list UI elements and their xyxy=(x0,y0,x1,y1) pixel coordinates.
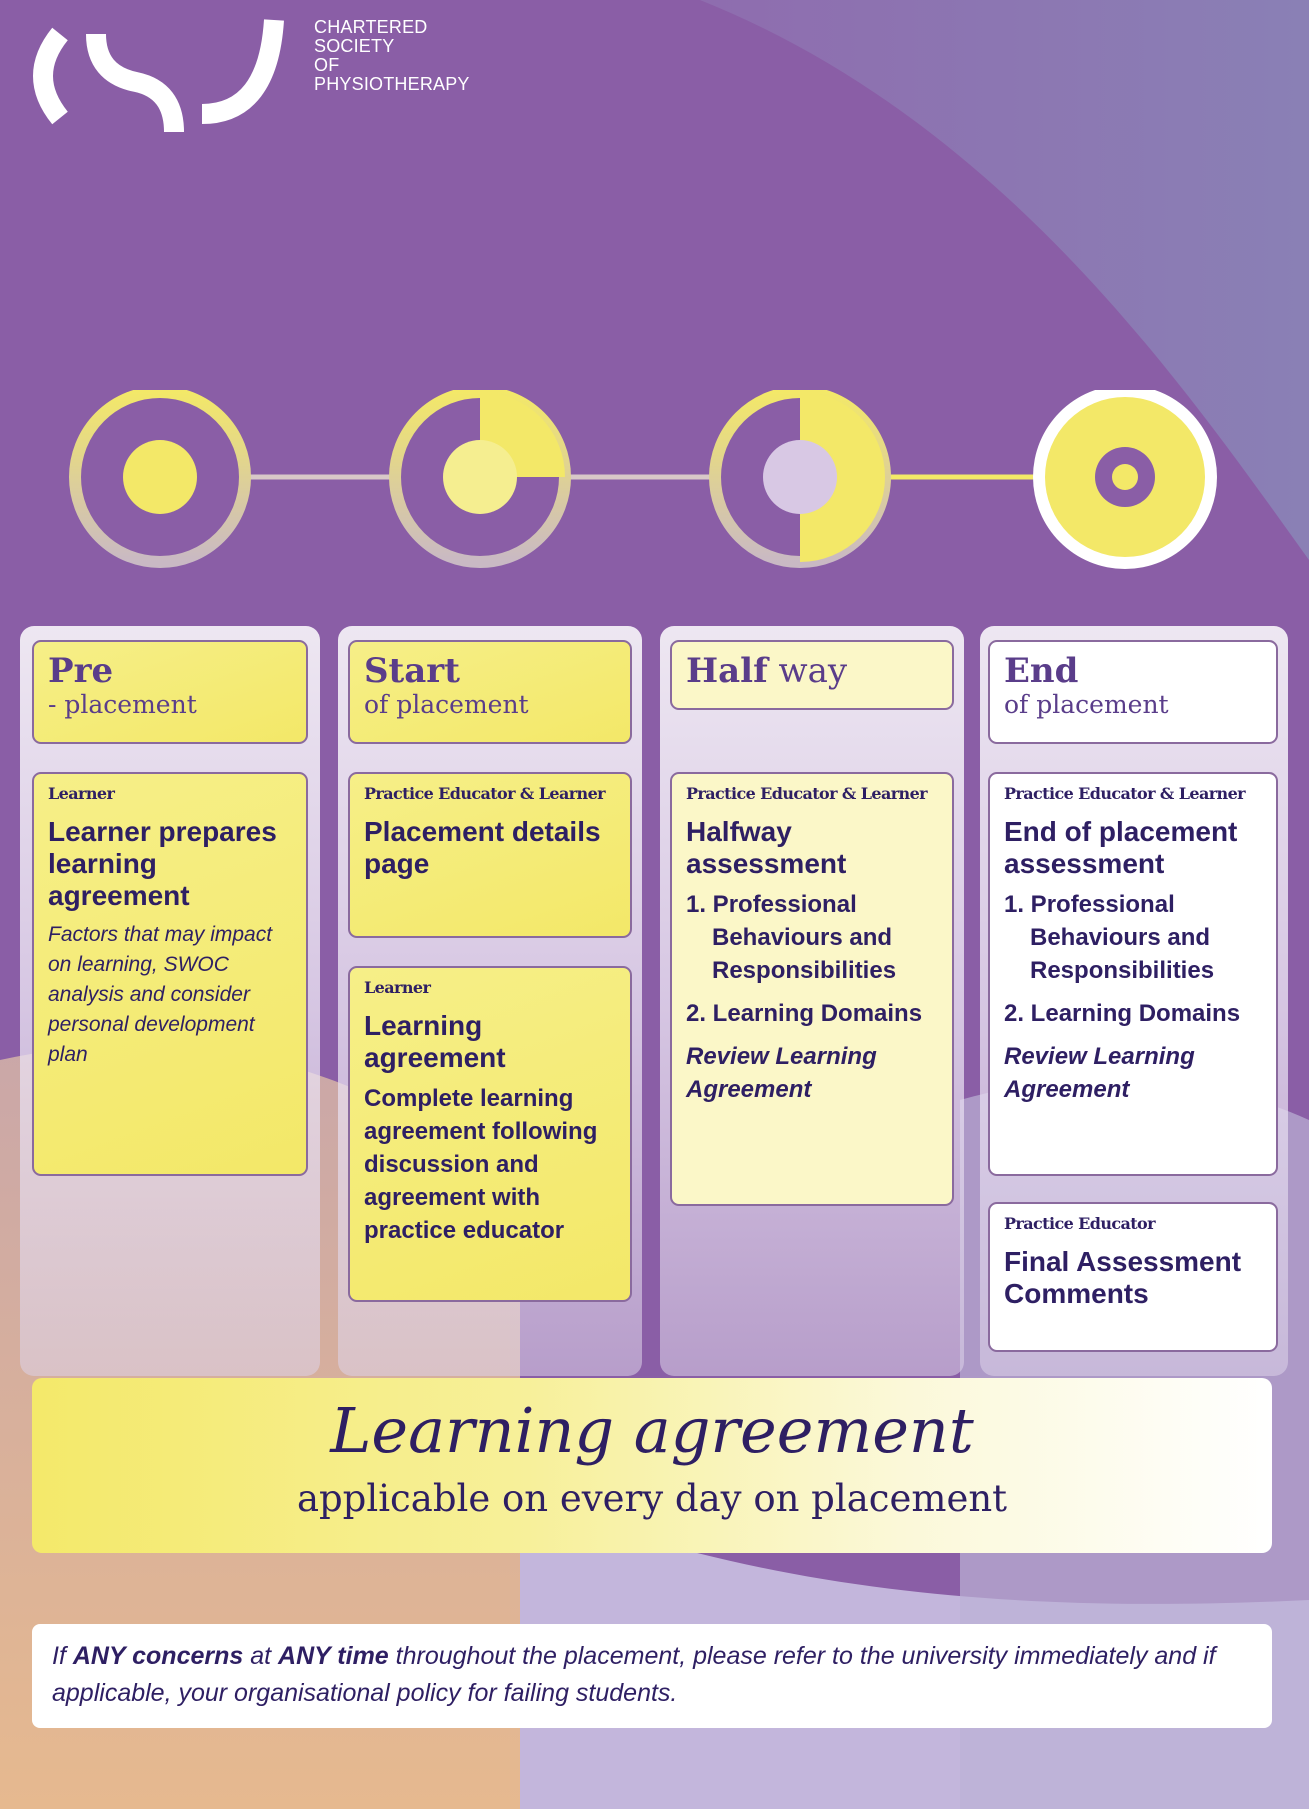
column-end-of-placement: End of placement Practice Educator & Lea… xyxy=(980,626,1288,1376)
note-emphasis: ANY time xyxy=(278,1642,389,1670)
csp-logo: CHARTERED SOCIETY OF PHYSIOTHERAPY xyxy=(12,14,482,144)
csp-logo-mark-icon xyxy=(33,19,284,133)
logo-line: OF xyxy=(314,55,340,75)
card-heading: Learning agreement xyxy=(364,1010,506,1073)
card-heading: Placement details page xyxy=(364,816,601,879)
task-card: Practice Educator & Learner Placement de… xyxy=(348,772,632,938)
task-card: Practice Educator & Learner Halfway asse… xyxy=(670,772,954,1206)
logo-line: CHARTERED xyxy=(314,17,428,37)
concerns-note: If ANY concerns at ANY time throughout t… xyxy=(32,1624,1272,1728)
note-emphasis: ANY concerns xyxy=(72,1642,244,1670)
card-text: Factors that may impact on learning, SWO… xyxy=(48,923,273,1066)
stage-title: End xyxy=(1004,652,1262,690)
quarter-filled-ring-icon xyxy=(389,390,571,568)
column-pre-placement: Pre - placement Learner Learner prepares… xyxy=(20,626,320,1376)
full-target-ring-icon xyxy=(1033,390,1217,569)
learning-agreement-banner: Learning agreement applicable on every d… xyxy=(32,1378,1272,1553)
stage-header-start: Start of placement xyxy=(348,640,632,744)
list-item: 1. Professional Behaviours and Responsib… xyxy=(1004,891,1215,984)
task-card: Practice Educator & Learner End of place… xyxy=(988,772,1278,1176)
card-heading: End of placement assessment xyxy=(1004,816,1238,879)
review-note: Review Learning Agreement xyxy=(1004,1043,1195,1103)
stage-subtitle: of placement xyxy=(364,690,529,719)
card-role: Practice Educator xyxy=(1004,1214,1156,1233)
card-heading: Final Assessment Comments xyxy=(1004,1246,1242,1309)
card-text: Complete learning agreement following di… xyxy=(364,1085,598,1244)
task-card: Learner Learning agreement Complete lear… xyxy=(348,966,632,1302)
card-role: Learner xyxy=(48,784,115,803)
review-note: Review Learning Agreement xyxy=(686,1043,877,1103)
card-role: Practice Educator & Learner xyxy=(1004,784,1246,803)
stage-title-bold: Pre xyxy=(48,651,114,691)
outer-ring-with-yellow-dot-icon xyxy=(69,390,251,568)
stage-header-halfway: Half way xyxy=(670,640,954,710)
note-text: at xyxy=(243,1642,279,1670)
stage-title: Pre xyxy=(48,652,292,690)
stage-title-bold: Half xyxy=(686,651,768,691)
note-text: If xyxy=(52,1642,73,1670)
stage-header-end: End of placement xyxy=(988,640,1278,744)
card-heading: Halfway assessment xyxy=(686,816,847,879)
half-filled-ring-icon xyxy=(709,390,891,568)
column-start-of-placement: Start of placement Practice Educator & L… xyxy=(338,626,642,1376)
stage-subtitle: of placement xyxy=(1004,690,1169,719)
placement-timeline xyxy=(69,390,1217,569)
stage-title-bold: Start xyxy=(364,651,460,691)
list-item: 2. Learning Domains xyxy=(686,1000,923,1027)
list-item: 2. Learning Domains xyxy=(1004,1000,1241,1027)
logo-line: PHYSIOTHERAPY xyxy=(314,74,470,94)
logo-line: SOCIETY xyxy=(314,36,395,56)
column-halfway: Half way Practice Educator & Learner Hal… xyxy=(660,626,964,1376)
card-role: Practice Educator & Learner xyxy=(686,784,928,803)
logo-wordmark: CHARTERED SOCIETY OF PHYSIOTHERAPY xyxy=(314,18,470,94)
banner-title: Learning agreement xyxy=(330,1394,974,1467)
note-text: throughout the placement, please refer t… xyxy=(52,1642,1216,1707)
task-card: Practice Educator Final Assessment Comme… xyxy=(988,1202,1278,1352)
card-heading: Learner prepares learning agreement xyxy=(48,816,277,911)
task-card: Learner Learner prepares learning agreem… xyxy=(32,772,308,1176)
stage-header-pre: Pre - placement xyxy=(32,640,308,744)
stage-title-rest: way xyxy=(767,651,848,691)
stage-subtitle: - placement xyxy=(48,690,197,719)
card-role: Practice Educator & Learner xyxy=(364,784,606,803)
card-role: Learner xyxy=(364,978,431,997)
stage-title-bold: End xyxy=(1004,651,1079,691)
stage-title: Half way xyxy=(686,652,938,690)
stage-title: Start xyxy=(364,652,616,690)
banner-subtitle: applicable on every day on placement xyxy=(296,1477,1008,1520)
list-item: 1. Professional Behaviours and Responsib… xyxy=(686,891,897,984)
